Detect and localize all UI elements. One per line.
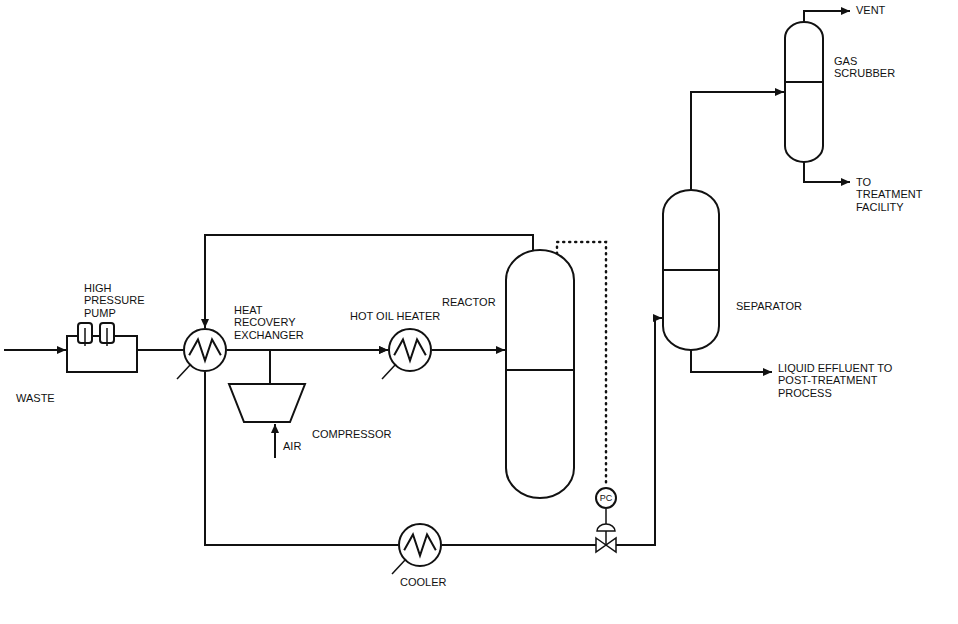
instrument-tag: PC: [600, 493, 613, 503]
shape-outline: [784, 22, 824, 162]
compressor-outline: [229, 384, 305, 422]
process-line: [205, 372, 398, 545]
controller-bubble: PC: [595, 487, 617, 509]
process-line: [138, 349, 183, 351]
air-inlet-line: [274, 424, 276, 458]
valve-stem: [605, 531, 607, 545]
waste-inlet-line: [4, 349, 66, 351]
heater-symbol: HOT OIL HEATER: [388, 328, 432, 372]
separator-vessel: SEPARATOR: [662, 190, 720, 350]
shape-outline: [183, 328, 227, 372]
shape-outline: [398, 523, 442, 567]
equipment-label: HIGH PRESSURE PUMP: [84, 282, 150, 319]
valve-actuator: [597, 524, 615, 531]
cooler-symbol: COOLER: [398, 523, 442, 567]
stream-label: TO TREATMENT FACILITY: [856, 176, 926, 213]
equipment-label: REACTOR: [442, 296, 496, 308]
equipment-label: HEAT RECOVERY EXCHANGER: [234, 304, 308, 341]
vessel-internal: [506, 369, 574, 371]
coil-zigzag: [404, 534, 436, 555]
control-slash: [392, 559, 406, 574]
stream-label: VENT: [856, 4, 885, 16]
valve-signal-line: [605, 509, 607, 524]
circle-outline: [596, 488, 616, 508]
process-line: [270, 350, 388, 383]
shape-outline: [228, 383, 306, 423]
equipment-label: GAS SCRUBBER: [834, 55, 904, 80]
process-line: [432, 349, 505, 351]
shape-outline: [66, 322, 138, 374]
vessel-internal: [663, 269, 719, 271]
process-line: [691, 92, 784, 190]
compressor-symbol: COMPRESSOR: [228, 383, 306, 423]
equipment-label: SEPARATOR: [736, 300, 802, 312]
control-slash: [177, 364, 191, 379]
pump-symbol: HIGH PRESSURE PUMP: [66, 322, 138, 374]
treatment-line: [804, 162, 850, 182]
stream-label: AIR: [283, 440, 301, 452]
coil-zigzag: [189, 339, 221, 360]
stream-label: LIQUID EFFLUENT TO POST-TREATMENT PROCES…: [778, 362, 901, 399]
heat-exchanger-symbol: HEAT RECOVERY EXCHANGER: [183, 328, 227, 372]
control-slash: [382, 364, 396, 379]
pump-rod: [106, 328, 108, 346]
equipment-label: HOT OIL HEATER: [350, 310, 440, 322]
vessel-internal: [785, 81, 823, 83]
effluent-line: [691, 350, 772, 372]
coil-zigzag: [394, 339, 426, 360]
shape-outline: [662, 190, 720, 350]
vessel-outline: [506, 250, 574, 498]
shape-outline: [388, 328, 432, 372]
stream-label: WASTE: [16, 392, 55, 404]
control-valve: [596, 538, 616, 552]
pump-rod: [84, 328, 86, 346]
equipment-label: COMPRESSOR: [312, 428, 391, 440]
reactor-vessel: REACTOR: [505, 250, 575, 498]
shape-outline: [505, 250, 575, 498]
vent-line: [804, 11, 850, 22]
vessel-outline: [663, 190, 719, 350]
vessel-outline: [785, 22, 823, 162]
scrubber-vessel: GAS SCRUBBER: [784, 22, 824, 162]
equipment-label: COOLER: [400, 576, 446, 588]
